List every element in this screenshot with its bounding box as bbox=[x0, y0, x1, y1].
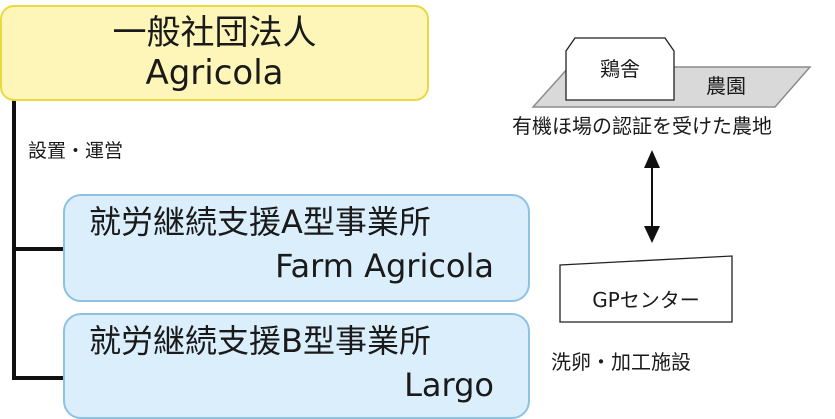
arrow-head-up bbox=[644, 150, 660, 168]
tree-vertical-line bbox=[12, 99, 16, 379]
coop-outline bbox=[565, 37, 675, 101]
unit-b-box: 就労継続支援B型事業所 Largo bbox=[63, 313, 530, 419]
organization-name: Agricola bbox=[145, 53, 284, 93]
unit-b-name: Largo bbox=[404, 366, 494, 404]
unit-a-box: 就労継続支援A型事業所 Farm Agricola bbox=[63, 194, 530, 302]
gp-center-shape bbox=[559, 255, 733, 323]
connector-to-unit-b bbox=[12, 376, 64, 380]
coop-label: 鶏舎 bbox=[600, 57, 640, 81]
organization-type: 一般社団法人 bbox=[112, 13, 317, 53]
unit-a-type: 就労継続支援A型事業所 bbox=[89, 203, 431, 241]
unit-b-type: 就労継続支援B型事業所 bbox=[89, 322, 431, 360]
certified-farmland-label: 有機ほ場の認証を受けた農地 bbox=[512, 114, 772, 138]
gp-center-caption: 洗卵・加工施設 bbox=[551, 350, 691, 374]
arrow-head-down bbox=[644, 226, 660, 243]
relation-label: 設置・運営 bbox=[28, 140, 124, 162]
gp-center-label: GPセンター bbox=[592, 288, 700, 312]
unit-a-name: Farm Agricola bbox=[275, 247, 494, 285]
farm-label: 農園 bbox=[706, 74, 746, 98]
organization-box: 一般社団法人 Agricola bbox=[0, 5, 429, 101]
connector-to-unit-a bbox=[12, 247, 64, 251]
